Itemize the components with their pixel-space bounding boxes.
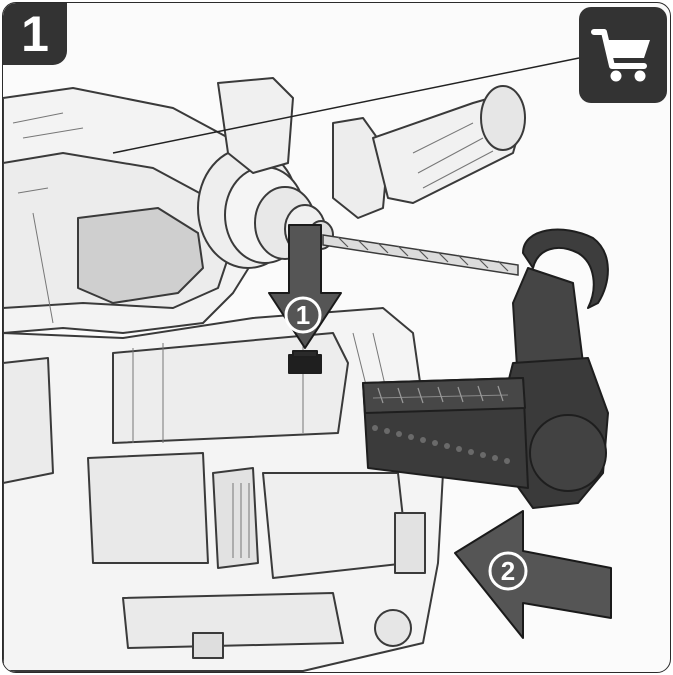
arrow-step-1: 1 bbox=[268, 224, 342, 349]
shopping-cart-icon bbox=[591, 29, 650, 82]
callout-label-2: 2 bbox=[501, 556, 515, 586]
drill-bit bbox=[322, 234, 519, 276]
leader-line bbox=[112, 57, 580, 154]
arrow-step-2: 2 bbox=[454, 510, 612, 639]
housing-detail-lines bbox=[12, 112, 494, 558]
step-number-badge: 1 bbox=[3, 3, 67, 65]
tool-illustration: 1 2 bbox=[3, 57, 612, 672]
rotary-hammer-body bbox=[3, 77, 526, 672]
shopping-cart-button[interactable] bbox=[579, 7, 667, 103]
callout-label-1: 1 bbox=[296, 300, 310, 330]
callout-circle-1 bbox=[284, 296, 322, 334]
callout-circle-2 bbox=[488, 551, 528, 591]
dust-extractor-attachment bbox=[288, 228, 609, 509]
